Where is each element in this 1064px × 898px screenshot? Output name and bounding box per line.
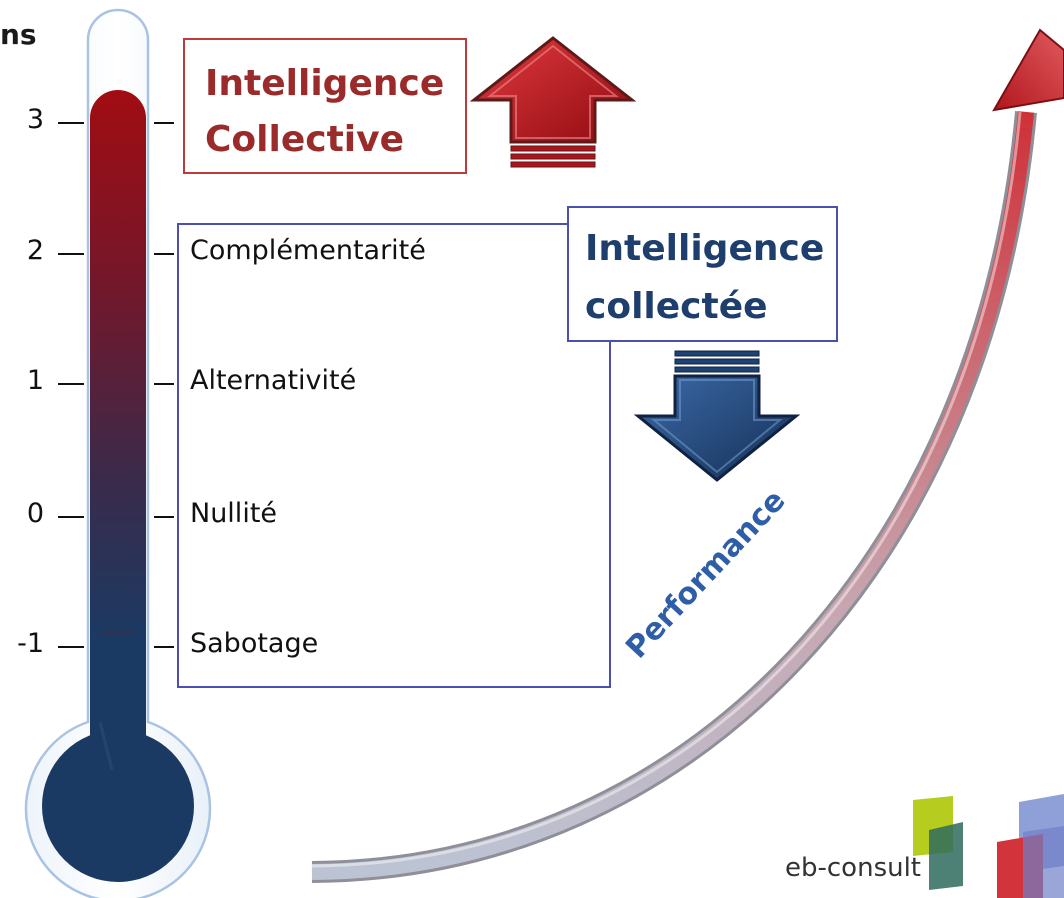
scale-label: Alternativité (190, 365, 357, 396)
intelligence-collective-line1: Intelligence (205, 63, 445, 104)
scale-number: 2 (26, 235, 44, 266)
scale-number: 0 (26, 498, 44, 529)
scale-tick-right (154, 253, 174, 255)
intelligence-collective-line2: Collective (205, 119, 405, 160)
scale-label: Complémentarité (190, 235, 426, 266)
intelligence-collective-box: Intelligence Collective (183, 38, 467, 174)
down-arrow-icon (634, 350, 800, 482)
scale-tick-left (58, 646, 84, 648)
scale-label: Nullité (190, 498, 278, 529)
scale-number: 1 (26, 365, 44, 396)
scale-number: 3 (26, 104, 44, 135)
scale-tick-right (154, 646, 174, 648)
scale-tick-right (154, 383, 174, 385)
logo-text: eb-consult (785, 853, 922, 883)
scale-tick-left (58, 383, 84, 385)
scale-label: Sabotage (190, 628, 319, 659)
scale-tick-right (154, 122, 174, 124)
scale-tick-right (154, 516, 174, 518)
scale-tick-left (58, 516, 84, 518)
eb-consult-logo (913, 794, 1064, 898)
up-arrow-icon (470, 36, 636, 168)
intelligence-collectee-line1: Intelligence (585, 228, 825, 269)
scale-tick-left (58, 253, 84, 255)
levels-box (177, 223, 611, 688)
thermometer-icon (24, 8, 212, 898)
scale-number: -1 (17, 628, 44, 659)
intelligence-collectee-line2: collectée (585, 286, 768, 327)
scale-tick-left (58, 122, 84, 124)
intelligence-collectee-box: Intelligence collectée (567, 206, 838, 342)
partial-title: ns (0, 18, 37, 51)
